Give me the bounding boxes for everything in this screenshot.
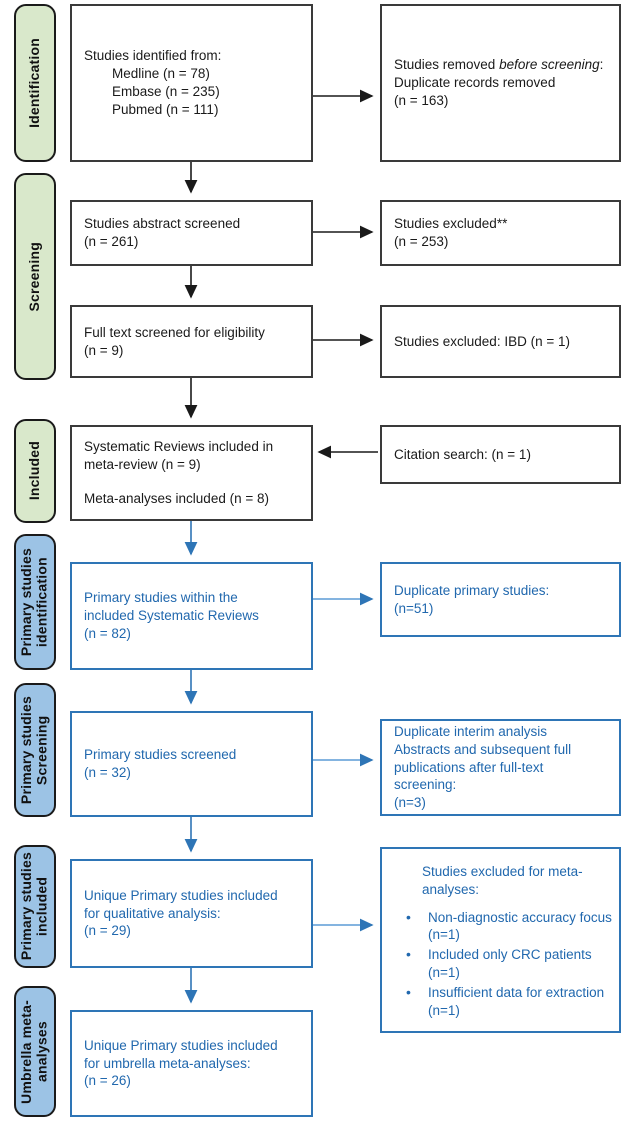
stage-included: Included: [14, 419, 56, 523]
unique-umbrella-line3: (n = 26): [84, 1073, 131, 1089]
studies-removed-colon: :: [599, 57, 604, 73]
box-abstract-screened: Studies abstract screened (n = 261): [70, 200, 313, 266]
excluded-meta-line2: analyses:: [422, 881, 480, 897]
duplicate-interim-line3: publications after full-text: [394, 759, 544, 775]
list-item: Non-diagnostic accuracy focus (n=1): [406, 908, 613, 945]
box-duplicate-primary-studies: Duplicate primary studies: (n=51): [380, 562, 621, 637]
duplicate-primary-line2: (n=51): [394, 600, 434, 616]
box-citation-search: Citation search: (n = 1): [380, 425, 621, 484]
duplicate-primary-line1: Duplicate primary studies:: [394, 582, 550, 598]
duplicate-interim-line1: Duplicate interim analysis: [394, 723, 548, 739]
excluded-meta-bullet-list: Non-diagnostic accuracy focus (n=1) Incl…: [382, 908, 619, 1020]
excluded-meta-line1: Studies excluded for meta-: [422, 864, 583, 879]
stage-label-screening: Screening: [26, 241, 43, 312]
stage-primary-studies-identification: Primary studies identification: [14, 534, 56, 670]
stage-label-included: Included: [26, 441, 43, 501]
unique-qualitative-line1: Unique Primary studies included: [84, 887, 278, 903]
studies-identified-pubmed: Pubmed (n = 111): [112, 101, 219, 117]
box-primary-studies-screened: Primary studies screened (n = 32): [70, 711, 313, 817]
abstract-screened-line1: Studies abstract screened: [84, 216, 241, 232]
primary-within-sr-line1: Primary studies within the: [84, 590, 238, 606]
duplicate-interim-line2: Abstracts and subsequent full: [394, 741, 572, 757]
unique-qualitative-line2: for qualitative analysis:: [84, 905, 221, 921]
box-studies-removed-before-screening: Studies removed before screening: Duplic…: [380, 4, 621, 162]
primary-screened-line1: Primary studies screened: [84, 747, 237, 763]
stage-label-umbrella-meta-analyses: Umbrella meta- analyses: [18, 999, 50, 1104]
stage-label-identification: Identification: [26, 38, 43, 128]
box-full-text-screened: Full text screened for eligibility (n = …: [70, 305, 313, 378]
stage-screening: Screening: [14, 173, 56, 380]
stage-label-primary-studies-screening: Primary studies Screening: [18, 695, 50, 805]
unique-qualitative-line3: (n = 29): [84, 923, 131, 939]
stage-label-primary-studies-identification: Primary studies identification: [18, 547, 50, 657]
studies-identified-line1: Studies identified from:: [84, 48, 222, 64]
box-unique-primary-umbrella: Unique Primary studies included for umbr…: [70, 1010, 313, 1117]
box-studies-excluded: Studies excluded** (n = 253): [380, 200, 621, 266]
list-item: Insufficient data for extraction (n=1): [406, 983, 613, 1020]
excluded-ibd-text: Studies excluded: IBD (n = 1): [394, 333, 570, 349]
primary-within-sr-line2: included Systematic Reviews: [84, 608, 259, 624]
list-item: Included only CRC patients (n=1): [406, 945, 613, 982]
stage-umbrella-meta-analyses: Umbrella meta- analyses: [14, 986, 56, 1117]
sr-included-line2: meta-review (n = 9): [84, 457, 201, 473]
box-unique-primary-qualitative: Unique Primary studies included for qual…: [70, 859, 313, 968]
studies-removed-lead: Studies removed: [394, 57, 500, 73]
unique-umbrella-line1: Unique Primary studies included: [84, 1037, 278, 1053]
sr-included-line1: Systematic Reviews included in: [84, 439, 274, 455]
stage-primary-studies-screening: Primary studies Screening: [14, 683, 56, 817]
full-text-screened-line1: Full text screened for eligibility: [84, 324, 265, 340]
citation-search-text: Citation search: (n = 1): [394, 446, 531, 462]
studies-identified-medline: Medline (n = 78): [112, 66, 210, 82]
primary-within-sr-line3: (n = 82): [84, 625, 131, 641]
abstract-screened-line2: (n = 261): [84, 234, 139, 249]
unique-umbrella-line2: for umbrella meta-analyses:: [84, 1055, 251, 1071]
box-studies-excluded-for-meta-analyses: Studies excluded for meta- analyses: Non…: [380, 847, 621, 1033]
stage-label-primary-studies-included: Primary studies included: [18, 852, 50, 961]
box-primary-studies-within-sr: Primary studies within the included Syst…: [70, 562, 313, 670]
studies-removed-heading: Studies removed before screening:: [382, 56, 619, 74]
studies-identified-embase: Embase (n = 235): [112, 84, 220, 99]
duplicate-interim-line5: (n=3): [394, 795, 426, 811]
box-duplicate-interim-analysis: Duplicate interim analysis Abstracts and…: [380, 719, 621, 816]
stage-primary-studies-included: Primary studies included: [14, 845, 56, 968]
box-systematic-reviews-included: Systematic Reviews included in meta-revi…: [70, 425, 313, 521]
sr-included-line3: Meta-analyses included (n = 8): [84, 490, 269, 506]
box-studies-identified: Studies identified from: Medline (n = 78…: [70, 4, 313, 162]
studies-excluded-line1: Studies excluded**: [394, 216, 508, 232]
studies-removed-line3: (n = 163): [394, 92, 449, 108]
studies-removed-line2: Duplicate records removed: [394, 75, 556, 91]
full-text-screened-line2: (n = 9): [84, 342, 124, 358]
duplicate-interim-line4: screening:: [394, 777, 457, 793]
box-excluded-ibd: Studies excluded: IBD (n = 1): [380, 305, 621, 378]
primary-screened-line2: (n = 32): [84, 765, 131, 780]
stage-identification: Identification: [14, 4, 56, 162]
studies-removed-emphasis: before screening: [499, 57, 600, 73]
studies-excluded-line2: (n = 253): [394, 234, 449, 249]
